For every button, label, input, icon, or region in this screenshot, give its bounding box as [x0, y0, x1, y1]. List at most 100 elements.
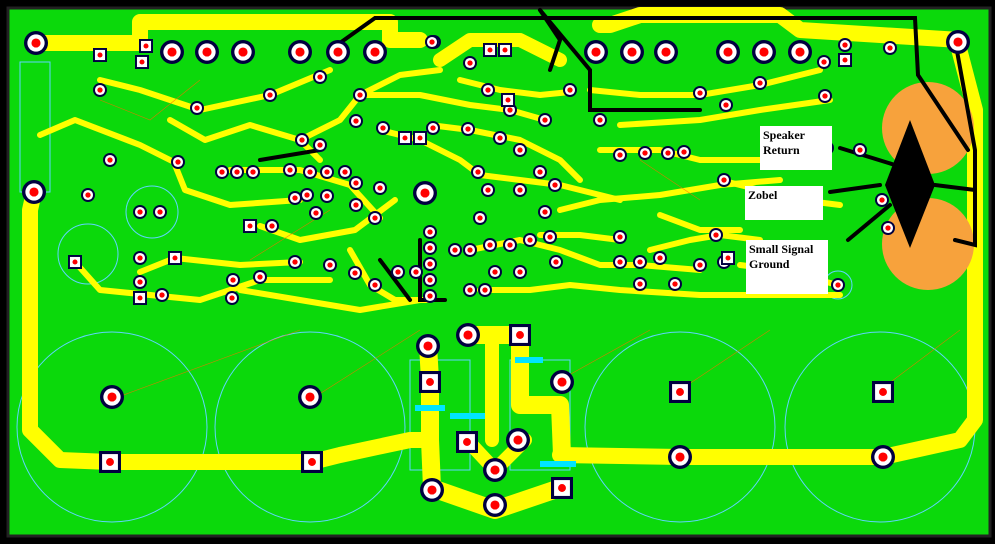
- round-pad: [661, 146, 675, 160]
- speaker-return-label: Speaker Return: [760, 126, 832, 170]
- square-pad: [669, 381, 691, 403]
- round-pad: [853, 143, 867, 157]
- round-pad: [481, 83, 495, 97]
- round-pad: [22, 180, 46, 204]
- round-pad: [348, 266, 362, 280]
- round-pad: [225, 291, 239, 305]
- round-pad: [303, 165, 317, 179]
- round-pad: [488, 265, 502, 279]
- square-pad: [456, 431, 478, 453]
- round-pad: [463, 56, 477, 70]
- round-pad: [423, 273, 437, 287]
- round-pad: [473, 211, 487, 225]
- round-pad: [533, 165, 547, 179]
- round-pad: [349, 114, 363, 128]
- round-pad: [423, 225, 437, 239]
- round-pad: [246, 165, 260, 179]
- round-pad: [373, 181, 387, 195]
- round-pad: [81, 188, 95, 202]
- square-pad: [483, 43, 497, 57]
- square-pad: [301, 451, 323, 473]
- component-pads: [22, 30, 970, 517]
- jumper-wires: [258, 8, 977, 302]
- square-pad: [135, 55, 149, 69]
- square-pad: [838, 53, 852, 67]
- round-pad: [817, 55, 831, 69]
- round-pad: [448, 243, 462, 257]
- round-pad: [295, 133, 309, 147]
- round-pad: [338, 165, 352, 179]
- round-pad: [456, 323, 480, 347]
- round-pad: [461, 122, 475, 136]
- round-pad: [155, 288, 169, 302]
- round-pad: [298, 385, 322, 409]
- round-pad: [871, 445, 895, 469]
- round-pad: [24, 31, 48, 55]
- round-pad: [478, 283, 492, 297]
- round-pad: [677, 145, 691, 159]
- round-pad: [483, 493, 507, 517]
- round-pad: [752, 40, 776, 64]
- speaker-terminal-pads: [882, 82, 974, 290]
- round-pad: [426, 121, 440, 135]
- round-pad: [654, 40, 678, 64]
- round-pad: [416, 334, 440, 358]
- round-pad: [413, 181, 437, 205]
- round-pad: [323, 258, 337, 272]
- round-pad: [613, 148, 627, 162]
- round-pad: [523, 233, 537, 247]
- round-pad: [818, 89, 832, 103]
- square-pad: [509, 324, 531, 346]
- small-signal-ground-text: Small Signal Ground: [749, 242, 814, 271]
- round-pad: [471, 165, 485, 179]
- round-pad: [133, 251, 147, 265]
- silkscreen-marks: [415, 357, 576, 467]
- round-pad: [368, 278, 382, 292]
- round-pad: [349, 176, 363, 190]
- square-pad: [413, 131, 427, 145]
- small-signal-ground-label: Small Signal Ground: [746, 240, 828, 294]
- round-pad: [133, 205, 147, 219]
- round-pad: [230, 165, 244, 179]
- round-pad: [253, 270, 267, 284]
- round-pad: [103, 153, 117, 167]
- round-pad: [215, 165, 229, 179]
- round-pad: [463, 283, 477, 297]
- round-pad: [226, 273, 240, 287]
- round-pad: [875, 193, 889, 207]
- round-pad: [548, 178, 562, 192]
- speaker-return-text: Speaker Return: [763, 128, 805, 157]
- round-pad: [668, 277, 682, 291]
- round-pad: [309, 206, 323, 220]
- round-pad: [409, 265, 423, 279]
- round-pad: [376, 121, 390, 135]
- round-pad: [613, 230, 627, 244]
- round-pad: [513, 143, 527, 157]
- round-pad: [503, 238, 517, 252]
- square-pad: [398, 131, 412, 145]
- round-pad: [613, 255, 627, 269]
- round-pad: [633, 277, 647, 291]
- round-pad: [160, 40, 184, 64]
- round-pad: [283, 163, 297, 177]
- square-pad: [501, 93, 515, 107]
- round-pad: [288, 255, 302, 269]
- round-pad: [326, 40, 350, 64]
- round-pad: [838, 38, 852, 52]
- round-pad: [423, 289, 437, 303]
- round-pad: [633, 255, 647, 269]
- round-pad: [153, 205, 167, 219]
- round-pad: [425, 35, 439, 49]
- round-pad: [100, 385, 124, 409]
- zobel-text: Zobel: [748, 188, 778, 202]
- round-pad: [171, 155, 185, 169]
- round-pad: [263, 88, 277, 102]
- round-pad: [93, 83, 107, 97]
- round-pad: [231, 40, 255, 64]
- round-pad: [481, 183, 495, 197]
- round-pad: [320, 189, 334, 203]
- round-pad: [550, 370, 574, 394]
- round-pad: [584, 40, 608, 64]
